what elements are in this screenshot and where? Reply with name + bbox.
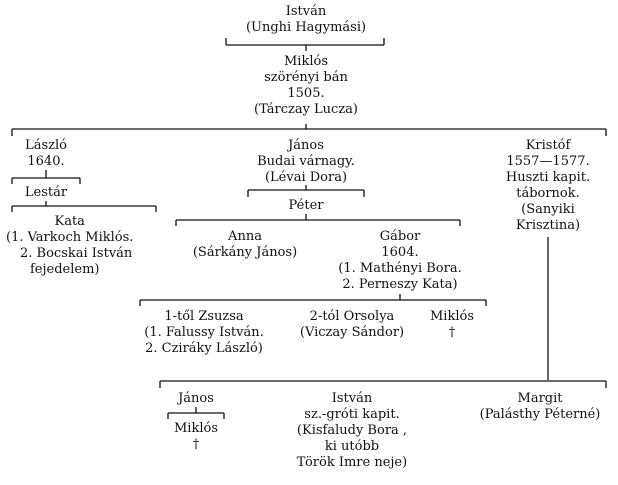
node-istvan-root: István (Unghi Hagymási) xyxy=(246,4,366,36)
node-istvan-kapit: István sz.-gróti kapit. (Kisfaludy Bora … xyxy=(297,391,407,471)
bracket-janos-varnagy xyxy=(247,185,365,197)
margit-name: Margit xyxy=(517,391,563,406)
node-laszlo: László 1640. xyxy=(25,138,67,170)
bracket-miklos-ban xyxy=(11,124,607,136)
node-zsuzsa: 1-től Zsuzsa (1. Falussy István. 2. Czir… xyxy=(144,309,263,357)
zsuzsa-name: 1-től Zsuzsa xyxy=(164,309,244,324)
node-janos-small: János xyxy=(178,391,214,407)
kristof-years: 1557—1577. xyxy=(506,154,590,169)
bracket-lestar xyxy=(11,201,157,212)
node-margit: Margit (Palásthy Péterné) xyxy=(480,391,601,423)
istvan-kapit-spouse: (Kisfaludy Bora , xyxy=(296,423,408,438)
kristof-title-2: tábornok. xyxy=(516,186,580,201)
istvan-kapit-note-1: ki utóbb xyxy=(324,439,380,454)
node-gabor: Gábor 1604. (1. Mathényi Bora. 2. Pernes… xyxy=(338,229,461,293)
orsolya-spouse: (Viczay Sándor) xyxy=(299,325,405,340)
peter-name: Péter xyxy=(288,198,324,213)
kata-spouse-2: 2. Bocskai István xyxy=(20,246,133,261)
gabor-spouse-2: 2. Perneszy Kata) xyxy=(342,277,458,292)
node-miklos-cross: Miklós † xyxy=(430,309,474,341)
kata-spouse-2-title: fejedelem) xyxy=(30,262,100,277)
miklos-ban-title: szörényi bán xyxy=(264,70,348,85)
miklos-cross-name: Miklós xyxy=(429,309,475,324)
orsolya-name: 2-tól Orsolya xyxy=(309,309,395,324)
istvan-root-name: István xyxy=(285,4,327,19)
istvan-kapit-name: István xyxy=(331,391,373,406)
istvan-kapit-note-2: Török Imre neje) xyxy=(296,455,408,470)
lestar-name: Lestár xyxy=(24,185,68,200)
gabor-year: 1604. xyxy=(381,245,419,260)
laszlo-year: 1640. xyxy=(27,154,65,169)
miklos-ban-spouse: (Tárczay Lucza) xyxy=(253,102,359,117)
node-peter: Péter xyxy=(289,198,324,214)
node-miklos-ban: Miklós szörényi bán 1505. (Tárczay Lucza… xyxy=(254,54,358,118)
node-miklos-small: Miklós † xyxy=(174,421,218,453)
bracket-laszlo xyxy=(11,170,81,184)
miklos-ban-year: 1505. xyxy=(287,86,325,101)
kristof-spouse-1: (Sanyiki xyxy=(521,202,575,217)
node-kata: Kata (1. Varkoch Miklós. 2. Bocskai Istv… xyxy=(6,214,133,278)
miklos-small-dagger: † xyxy=(192,437,200,452)
bracket-gabor xyxy=(139,294,487,306)
node-lestar: Lestár xyxy=(25,185,67,201)
node-kristof: Kristóf 1557—1577. Huszti kapit. táborno… xyxy=(506,138,590,234)
istvan-root-spouse: (Unghi Hagymási) xyxy=(245,20,367,35)
bracket-istvan-root xyxy=(225,38,385,51)
bracket-janos-small xyxy=(167,407,225,419)
node-janos-varnagy: János Budai várnagy. (Lévai Dora) xyxy=(257,138,355,186)
kata-name: Kata xyxy=(54,214,85,229)
janos-varnagy-title: Budai várnagy. xyxy=(257,154,355,169)
node-anna: Anna (Sárkány János) xyxy=(193,229,297,261)
janos-varnagy-name: János xyxy=(288,138,324,153)
anna-spouse: (Sárkány János) xyxy=(192,245,298,260)
kata-spouse-1: (1. Varkoch Miklós. xyxy=(6,230,134,245)
bracket-kristof-children xyxy=(159,380,607,388)
margit-spouse: (Palásthy Péterné) xyxy=(479,407,601,422)
anna-name: Anna xyxy=(228,229,262,244)
gabor-name: Gábor xyxy=(379,229,421,244)
zsuzsa-spouse-1: (1. Falussy István. xyxy=(144,325,264,340)
kristof-title-1: Huszti kapit. xyxy=(505,170,591,185)
miklos-cross-dagger: † xyxy=(448,325,456,340)
kristof-name: Kristóf xyxy=(525,138,571,153)
gabor-spouse-1: (1. Mathényi Bora. xyxy=(338,261,462,276)
miklos-ban-name: Miklós xyxy=(283,54,329,69)
istvan-kapit-title: sz.-gróti kapit. xyxy=(304,407,400,422)
bracket-peter xyxy=(175,214,461,226)
node-orsolya: 2-tól Orsolya (Viczay Sándor) xyxy=(300,309,404,341)
miklos-small-name: Miklós xyxy=(173,421,219,436)
janos-small-name: János xyxy=(178,391,214,406)
janos-varnagy-spouse: (Lévai Dora) xyxy=(264,170,348,185)
zsuzsa-spouse-2: 2. Cziráky László) xyxy=(145,341,263,356)
kristof-spouse-2: Krisztina) xyxy=(515,218,581,233)
laszlo-name: László xyxy=(25,138,67,153)
